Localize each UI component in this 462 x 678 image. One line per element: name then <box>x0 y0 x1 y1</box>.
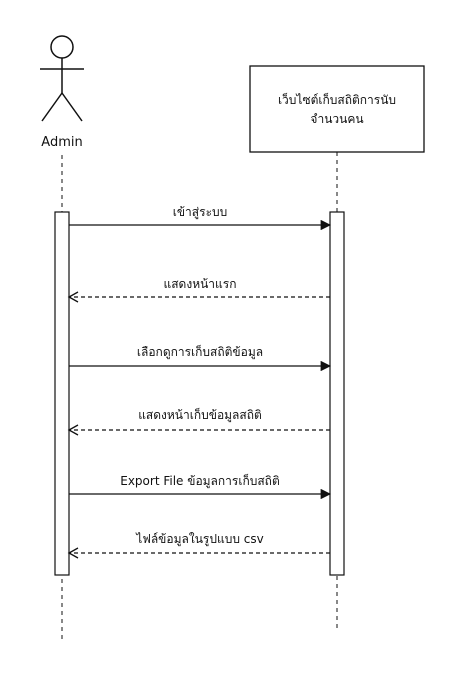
message-6-label: ไฟล์ข้อมูลในรูปแบบ csv <box>135 532 263 547</box>
message-2-label: แสดงหน้าแรก <box>163 277 236 291</box>
message-4-label: แสดงหน้าเก็บข้อมูลสถิติ <box>138 407 262 423</box>
message-5-label: Export File ข้อมูลการเก็บสถิติ <box>120 473 279 489</box>
admin-actor: Admin <box>40 35 84 150</box>
actor-label: Admin <box>41 135 82 150</box>
system-label-line2: จำนวนคน <box>310 112 363 126</box>
message-3-label: เลือกดูการเก็บสถิติข้อมูล <box>137 344 263 360</box>
message-6-arrowhead <box>67 547 79 559</box>
system-label-line1: เว็บไซต์เก็บสถิติการนับ <box>278 92 396 107</box>
actor-right-leg <box>61 92 83 122</box>
actor-head <box>50 35 74 59</box>
actor-left-leg <box>41 92 63 122</box>
message-list: เข้าสู่ระบบ แสดงหน้าแรก เลือกดูการเก็บสถ… <box>67 205 332 559</box>
system-box <box>249 65 425 153</box>
admin-activation-bar <box>54 211 70 576</box>
message-4-arrowhead <box>67 424 79 436</box>
message-1-label: เข้าสู่ระบบ <box>173 205 228 220</box>
system-activation-bar <box>329 211 345 576</box>
system-participant: เว็บไซต์เก็บสถิติการนับ จำนวนคน <box>249 65 425 153</box>
message-2-arrowhead <box>67 291 79 303</box>
